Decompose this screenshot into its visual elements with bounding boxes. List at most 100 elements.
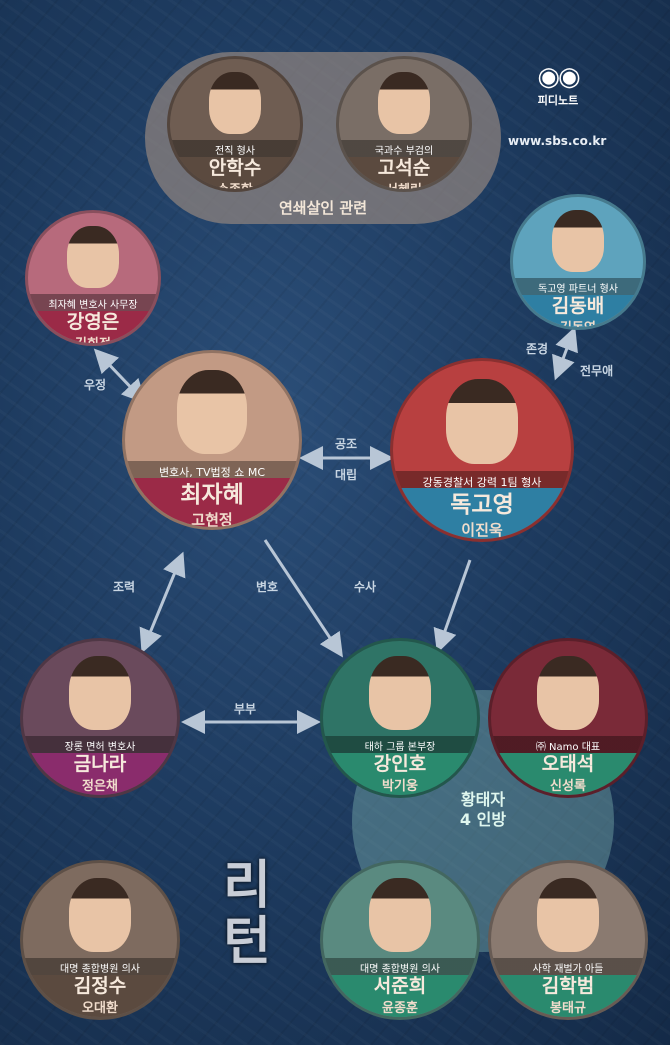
character-name: 김정수 [73, 975, 127, 998]
group-label: 연쇄살인 관련 [278, 199, 368, 217]
actor-name: 이진욱 [461, 521, 503, 540]
actor-name: 고현정 [191, 510, 233, 529]
arrow-kim-dokgo [552, 326, 578, 381]
character-photo [513, 197, 643, 327]
arrow-kang-choi [93, 348, 147, 404]
portrait-face [552, 210, 604, 273]
relation-label: 존경 [526, 342, 549, 356]
character-label-band: 대명 종합병원 의사 서준희 윤종훈 [323, 958, 477, 1017]
character-dokgo[interactable]: 강동경찰서 강력 1팀 형사 독고영 이진욱 [390, 358, 574, 542]
character-seo[interactable]: 대명 종합병원 의사 서준희 윤종훈 [320, 860, 480, 1020]
pdnote-logo: ◉◉ 피디노트 [518, 62, 598, 108]
character-kim_db[interactable]: 독고영 파트너 형사 김동배 김동영 [510, 194, 646, 330]
portrait-face [537, 878, 599, 953]
character-label-band: 사학 재벌가 아들 김학범 봉태규 [491, 958, 645, 1017]
character-photo [323, 863, 477, 1017]
relation-label: 공조 [335, 437, 358, 451]
relation-label: 전무애 [580, 364, 614, 378]
character-photo [491, 863, 645, 1017]
portrait-face [69, 656, 131, 731]
character-role: 최자혜 변호사 사무장 [48, 299, 138, 311]
character-label-band: 국과수 부검의 고석순 서혜린 [339, 139, 469, 192]
character-role: 장롱 면허 변호사 [64, 742, 136, 754]
character-label-band: ㈜ Namo 대표 오태석 신성록 [491, 736, 645, 795]
character-name: 금나라 [73, 753, 127, 776]
portrait-face [69, 878, 131, 953]
character-kang_ih[interactable]: 태하 그룹 본부장 강인호 박기웅 [320, 638, 480, 798]
character-role: 변호사, TV법정 쇼 MC [158, 465, 266, 479]
character-label-band: 태하 그룹 본부장 강인호 박기웅 [323, 736, 477, 795]
relation-label: 부부 [234, 702, 257, 716]
character-name: 김학범 [541, 975, 595, 998]
actor-name: 정은채 [82, 779, 118, 795]
actor-name: 김동영 [560, 320, 596, 330]
relation-label: 우정 [84, 378, 107, 392]
character-geum[interactable]: 장롱 면허 변호사 금나라 정은채 [20, 638, 180, 798]
character-photo [28, 213, 158, 343]
character-photo [170, 59, 300, 189]
character-kim_js[interactable]: 대명 종합병원 의사 김정수 오대환 [20, 860, 180, 1020]
character-photo [23, 641, 177, 795]
relation-label: 조력 [113, 580, 136, 594]
portrait-face [369, 878, 431, 953]
portrait-face [67, 226, 119, 289]
character-name: 김동배 [551, 294, 605, 317]
return-title-logo: 리턴 [223, 856, 271, 972]
portrait-face [446, 378, 518, 465]
character-role: 대명 종합병원 의사 [60, 964, 140, 976]
arrow-choi-kang [263, 539, 343, 658]
character-photo [339, 59, 469, 189]
portrait-face [369, 656, 431, 731]
character-role: 대명 종합병원 의사 [360, 964, 440, 976]
character-label-band: 강동경찰서 강력 1팀 형사 독고영 이진욱 [393, 471, 571, 539]
character-photo [23, 863, 177, 1017]
character-name: 오태석 [541, 753, 595, 776]
actor-name: 김희정 [75, 336, 111, 346]
character-role: 국과수 부검의 [374, 145, 434, 157]
character-name: 최자혜 [180, 481, 244, 508]
actor-name: 신성록 [550, 779, 586, 795]
character-role: ㈜ Namo 대표 [535, 742, 601, 754]
actor-name: 오대환 [82, 1001, 118, 1017]
character-label-band: 전직 형사 안학수 손종학 [170, 139, 300, 192]
portrait-face [209, 72, 261, 135]
character-label-band: 독고영 파트너 형사 김동배 김동영 [513, 277, 643, 330]
character-label-band: 최자혜 변호사 사무장 강영은 김희정 [28, 293, 158, 346]
actor-name: 서혜린 [386, 182, 422, 192]
character-role: 태하 그룹 본부장 [364, 742, 436, 754]
character-photo [393, 361, 571, 539]
character-ahn[interactable]: 전직 형사 안학수 손종학 [167, 56, 303, 192]
character-role: 사학 재벌가 아들 [532, 964, 604, 976]
sbs-url[interactable]: www.sbs.co.kr [508, 134, 607, 148]
portrait-face [378, 72, 430, 135]
relation-label: 수사 [354, 580, 377, 594]
character-name: 강인호 [373, 753, 427, 776]
character-name: 안학수 [208, 156, 262, 179]
relation-label: 대립 [335, 468, 358, 482]
character-photo [491, 641, 645, 795]
character-label-band: 변호사, TV법정 쇼 MC 최자혜 고현정 [125, 460, 299, 529]
character-kang_ye[interactable]: 최자혜 변호사 사무장 강영은 김희정 [25, 210, 161, 346]
actor-name: 손종학 [217, 182, 253, 192]
character-role: 전직 형사 [215, 145, 255, 157]
actor-name: 봉태규 [550, 1001, 586, 1017]
character-ko[interactable]: 국과수 부검의 고석순 서혜린 [336, 56, 472, 192]
actor-name: 윤종훈 [382, 1001, 418, 1017]
character-oh[interactable]: ㈜ Namo 대표 오태석 신성록 [488, 638, 648, 798]
character-photo [323, 641, 477, 795]
portrait-face [177, 370, 247, 454]
character-name: 서준희 [373, 975, 427, 998]
arrow-choi-geum [139, 551, 186, 654]
pdnote-logo-mark: ◉◉ [537, 62, 580, 92]
group-label-line1: 황태자 [460, 790, 506, 809]
actor-name: 박기웅 [382, 779, 418, 795]
arrow-dokgo-kang [433, 559, 472, 654]
character-role: 독고영 파트너 형사 [538, 283, 618, 295]
character-photo [125, 353, 299, 527]
character-kim_hb[interactable]: 사학 재벌가 아들 김학범 봉태규 [488, 860, 648, 1020]
character-choi[interactable]: 변호사, TV법정 쇼 MC 최자혜 고현정 [122, 350, 302, 530]
character-label-band: 장롱 면허 변호사 금나라 정은채 [23, 736, 177, 795]
character-role: 강동경찰서 강력 1팀 형사 [422, 476, 542, 490]
